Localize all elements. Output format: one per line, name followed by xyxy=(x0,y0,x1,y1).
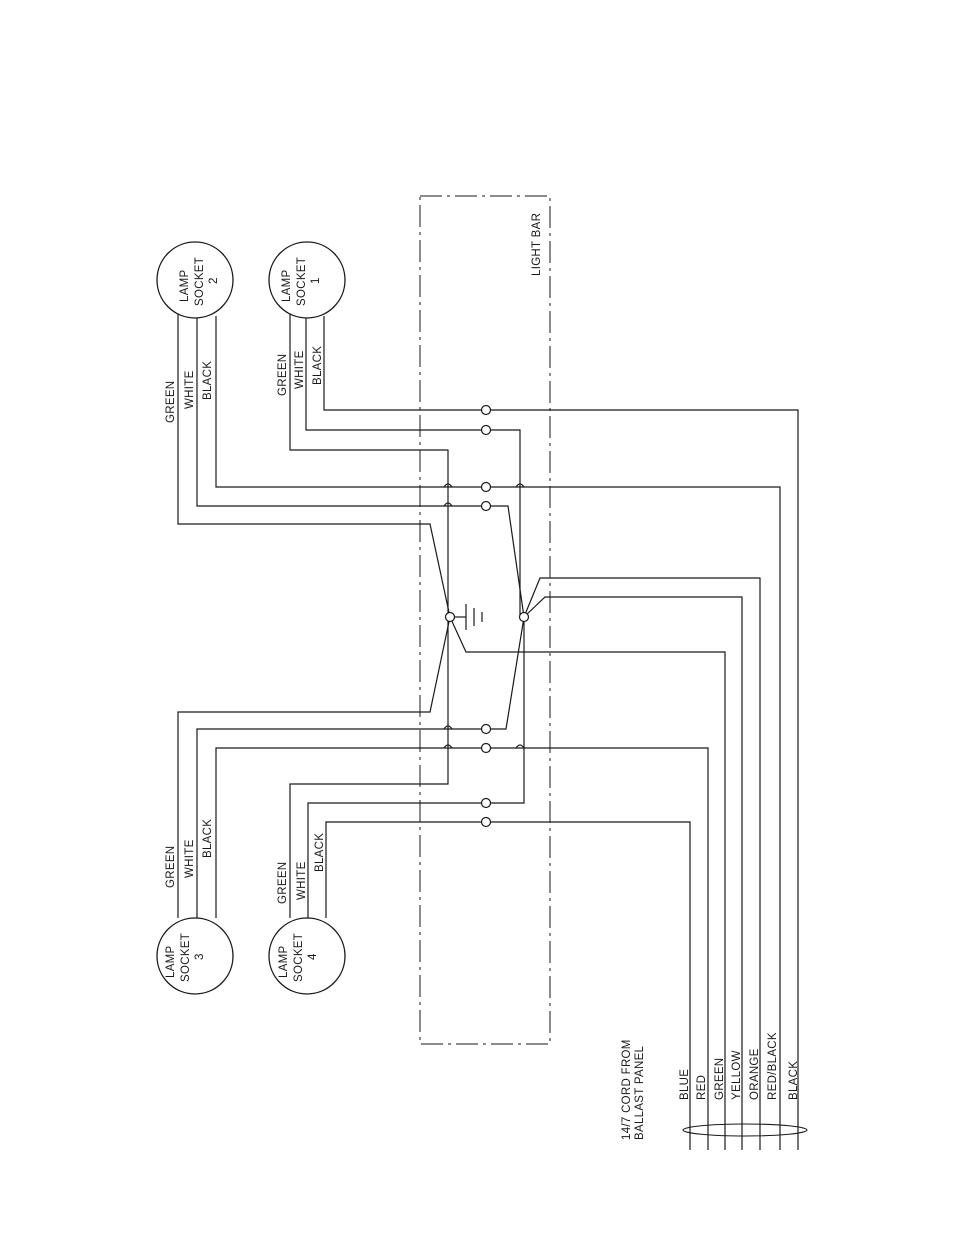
svg-text:WHITE: WHITE xyxy=(296,861,308,900)
svg-text:GREEN: GREEN xyxy=(277,354,289,396)
lamp-socket-3: LAMP SOCKET 3 xyxy=(156,917,234,995)
svg-text:RED/BLACK: RED/BLACK xyxy=(767,1032,779,1100)
socket-3-wire-labels: GREEN WHITE BLACK xyxy=(165,819,214,888)
svg-text:GREEN: GREEN xyxy=(277,862,289,904)
svg-text:SOCKET: SOCKET xyxy=(180,933,192,982)
splice-node xyxy=(480,797,492,809)
svg-text:GREEN: GREEN xyxy=(165,846,177,888)
svg-text:14/7 CORD FROM: 14/7 CORD FROM xyxy=(621,1039,633,1140)
splice-node xyxy=(480,723,492,735)
svg-text:BLACK: BLACK xyxy=(202,819,214,858)
splice-node xyxy=(480,481,492,493)
svg-text:BLACK: BLACK xyxy=(202,361,214,400)
svg-text:LAMP: LAMP xyxy=(278,945,290,978)
svg-text:BALLAST PANEL: BALLAST PANEL xyxy=(634,1045,646,1140)
wires-socket-4 xyxy=(289,617,691,1150)
svg-text:1: 1 xyxy=(310,277,322,284)
cord-title: 14/7 CORD FROM BALLAST PANEL xyxy=(621,1039,646,1140)
splice-node xyxy=(518,611,530,623)
splice-node xyxy=(480,816,492,828)
socket-1-wire-labels: GREEN WHITE BLACK xyxy=(277,346,324,396)
light-bar-label: LIGHT BAR xyxy=(531,213,543,276)
svg-text:SOCKET: SOCKET xyxy=(296,257,308,306)
cord-bundle-sleeve xyxy=(682,1123,808,1137)
svg-text:YELLOW: YELLOW xyxy=(731,1050,743,1100)
lamp-socket-1: LAMP SOCKET 1 xyxy=(268,241,346,319)
svg-text:RED: RED xyxy=(696,1075,708,1100)
svg-text:SOCKET: SOCKET xyxy=(194,257,206,306)
svg-text:LAMP: LAMP xyxy=(179,269,191,302)
wires-socket-1 xyxy=(289,312,799,1150)
svg-text:LAMP: LAMP xyxy=(165,945,177,978)
bar-internal-wiring xyxy=(449,505,761,1150)
svg-text:GREEN: GREEN xyxy=(714,1058,726,1100)
svg-text:GREEN: GREEN xyxy=(165,381,177,423)
svg-text:BLACK: BLACK xyxy=(788,1061,800,1100)
lamp-socket-4: LAMP SOCKET 4 xyxy=(268,917,346,995)
splice-node xyxy=(480,424,492,436)
cord-wire-labels: BLUE RED GREEN YELLOW ORANGE RED/BLACK B… xyxy=(679,1032,800,1100)
svg-text:WHITE: WHITE xyxy=(294,350,306,389)
splice-node xyxy=(480,500,492,512)
svg-text:WHITE: WHITE xyxy=(184,370,196,409)
wires-socket-3 xyxy=(177,616,486,918)
wires-socket-2 xyxy=(177,312,781,1150)
splice-node xyxy=(480,404,492,416)
socket-2-wire-labels: GREEN WHITE BLACK xyxy=(165,361,214,423)
svg-text:BLACK: BLACK xyxy=(312,346,324,385)
svg-text:ORANGE: ORANGE xyxy=(749,1048,761,1100)
splice-nodes xyxy=(444,404,530,828)
svg-text:BLACK: BLACK xyxy=(314,833,326,872)
lamp-socket-2: LAMP SOCKET 2 xyxy=(156,241,234,319)
splice-node xyxy=(480,742,492,754)
svg-text:3: 3 xyxy=(194,953,206,960)
svg-text:SOCKET: SOCKET xyxy=(293,933,305,982)
svg-text:4: 4 xyxy=(307,953,319,960)
svg-text:2: 2 xyxy=(208,277,220,284)
socket-4-wire-labels: GREEN WHITE BLACK xyxy=(277,833,326,904)
svg-text:WHITE: WHITE xyxy=(184,839,196,878)
light-bar-enclosure xyxy=(419,195,551,1045)
splice-node xyxy=(444,611,456,623)
svg-text:BLUE: BLUE xyxy=(679,1069,691,1100)
wire-crossovers xyxy=(443,483,525,749)
svg-text:LAMP: LAMP xyxy=(281,269,293,302)
